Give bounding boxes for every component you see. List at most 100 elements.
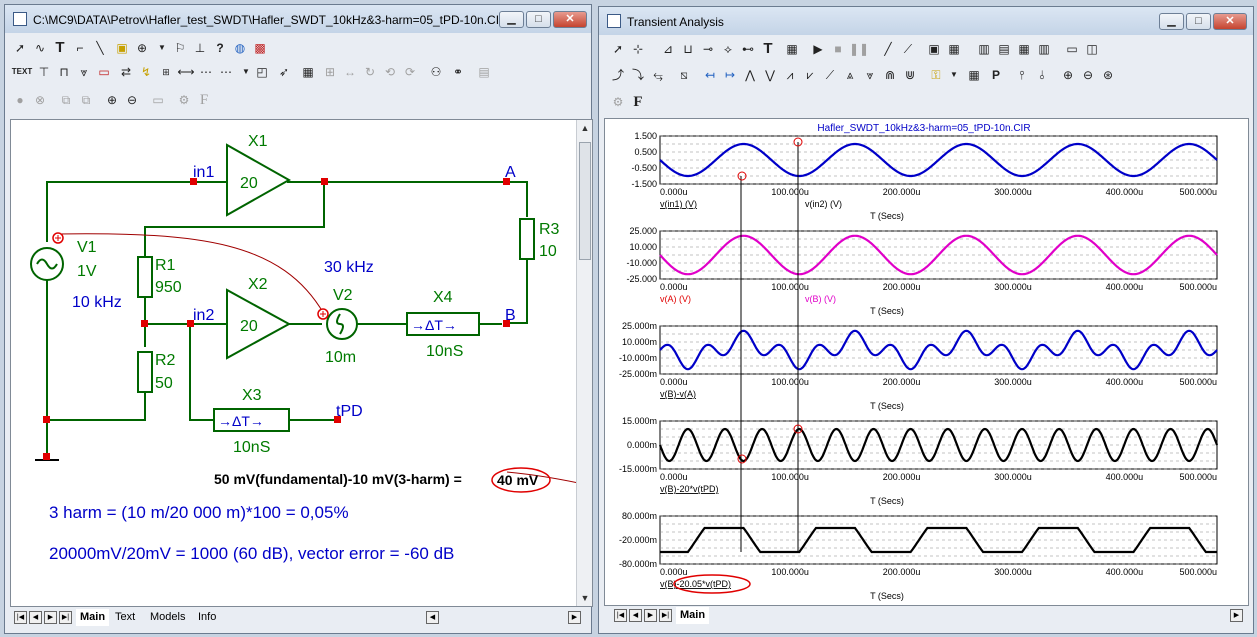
global-low-icon[interactable]: ⩔	[866, 68, 874, 82]
pointer-icon[interactable]: ➚	[14, 41, 26, 55]
border-icon[interactable]: ◰	[256, 65, 268, 79]
transient-titlebar[interactable]: Transient Analysis ▁ □ ✕	[599, 7, 1253, 35]
binoculars-icon[interactable]: ⚭	[452, 65, 464, 79]
peak-icon[interactable]: ⤴	[611, 68, 624, 82]
pin-number-icon[interactable]: ⊞	[162, 67, 170, 77]
p-icon[interactable]: P	[991, 68, 1000, 82]
close-button[interactable]: ✕	[553, 11, 587, 28]
layout3-icon[interactable]: ▦	[1018, 42, 1030, 56]
slope-icon[interactable]: ⥃	[653, 68, 663, 82]
pin-icon[interactable]: ⊥	[194, 41, 206, 55]
properties-icon[interactable]: ▦	[786, 42, 798, 56]
flag-icon[interactable]: ⚐	[174, 41, 186, 55]
zoom-out-icon[interactable]: ⊖	[1082, 68, 1094, 82]
split-icon[interactable]: ◫	[1086, 42, 1098, 56]
run-icon[interactable]: ▶	[813, 42, 823, 56]
cancel-icon[interactable]: ⊗	[34, 93, 46, 107]
tab-main[interactable]: Main	[76, 609, 110, 626]
valley-icon[interactable]: ⤵	[631, 68, 644, 82]
next-valley-icon[interactable]: ⋁	[765, 68, 775, 82]
maximize-button[interactable]: □	[1186, 13, 1211, 30]
line-icon[interactable]: ╱	[884, 42, 892, 56]
flip-icon[interactable]: ↔	[344, 65, 356, 79]
last-page-icon[interactable]: ▶|	[659, 609, 672, 622]
info-icon[interactable]: ▣	[116, 41, 128, 55]
next-page-icon[interactable]: ▶	[44, 611, 57, 624]
settings-icon[interactable]: ⚙	[178, 93, 190, 107]
bottom-icon[interactable]: ⋓	[904, 68, 916, 82]
tab-main[interactable]: Main	[676, 607, 710, 624]
wire-bend-icon[interactable]: ⌐	[76, 41, 84, 55]
rotate2-icon[interactable]: ⟲	[384, 65, 396, 79]
plot-area[interactable]: Hafler_SWDT_10kHz&3-harm=05_tPD-10n.CIR …	[604, 118, 1249, 606]
maximize-button[interactable]: □	[526, 11, 551, 28]
zoom-out-icon[interactable]: ⊖	[126, 93, 138, 107]
tag-icon[interactable]: ⊸	[702, 42, 714, 56]
minimize-button[interactable]: ▁	[1159, 13, 1184, 30]
zoom-fit-icon[interactable]: ⊛	[1102, 68, 1114, 82]
globe-icon[interactable]: ◍	[234, 41, 246, 55]
panel-icon[interactable]: ▭	[1066, 42, 1078, 56]
print-icon[interactable]: ▭	[152, 93, 164, 107]
last-page-icon[interactable]: ▶|	[59, 611, 72, 624]
stop-icon[interactable]: ■	[834, 42, 842, 56]
prev-page-icon[interactable]: ◀	[629, 609, 642, 622]
layout4-icon[interactable]: ▥	[1038, 42, 1050, 56]
cursor-mode-icon[interactable]: ⊿	[662, 42, 674, 56]
point-tag-icon[interactable]: ⟡	[724, 42, 732, 56]
stop-icon[interactable]: ●	[16, 93, 24, 107]
scroll-down-icon[interactable]: ▼	[580, 593, 590, 603]
scroll-thumb[interactable]	[579, 142, 591, 260]
cursor-right-icon[interactable]: ↦	[724, 68, 736, 82]
arrow-down-icon[interactable]: ⩔	[80, 65, 88, 79]
low-icon[interactable]: ⩗	[806, 68, 814, 82]
swap-icon[interactable]: ⇄	[120, 65, 132, 79]
cursor-select-icon[interactable]: ➶	[278, 65, 290, 79]
scroll-up-icon[interactable]: ▲	[580, 123, 590, 133]
dots2-icon[interactable]: ⋯	[220, 65, 232, 79]
properties-icon[interactable]: ▦	[302, 65, 314, 79]
close-button[interactable]: ✕	[1213, 13, 1247, 30]
top-icon[interactable]: ⋒	[884, 68, 896, 82]
line2-icon[interactable]: ⟋	[903, 42, 913, 56]
zoom-in-icon[interactable]: ⊕	[1062, 68, 1074, 82]
tab-text[interactable]: Text	[115, 611, 136, 623]
paste-icon[interactable]: ⧉	[81, 93, 91, 107]
cursor-left-icon[interactable]: ↤	[704, 68, 716, 82]
hscroll-right-icon[interactable]: ▶	[1230, 609, 1243, 622]
schematic-canvas[interactable]: in1 in2 A B tPD X1 20 X2 20 X3 10nS X4 1…	[10, 119, 593, 607]
tab-info[interactable]: Info	[198, 611, 217, 623]
grid-icon[interactable]: ▦	[948, 42, 960, 56]
schematic-titlebar[interactable]: C:\MC9\DATA\Petrov\Hafler_test_SWDT\Hafl…	[5, 5, 591, 33]
schematic-vertical-scrollbar[interactable]: ▲ ▼	[576, 120, 592, 606]
next-page-icon[interactable]: ▶	[644, 609, 657, 622]
pause-icon[interactable]: ❚❚	[849, 42, 870, 56]
dropdown-icon[interactable]: ▼	[158, 43, 166, 52]
tracker2-icon[interactable]: ⫰	[1039, 68, 1045, 82]
help-icon[interactable]: ?	[216, 41, 224, 55]
copy-icon[interactable]: ⧉	[61, 93, 71, 107]
hscroll-left-icon[interactable]: ◀	[426, 611, 439, 624]
wire-icon[interactable]: ∿	[34, 41, 46, 55]
dots-icon[interactable]: ⋯	[200, 65, 212, 79]
probe-icon[interactable]: ⊤	[38, 65, 50, 79]
node-icon[interactable]: ⊓	[59, 65, 69, 79]
tab-models[interactable]: Models	[150, 611, 186, 623]
diagonal-wire-icon[interactable]: ╲	[96, 41, 104, 55]
inflection-icon[interactable]: ⟋	[825, 68, 835, 82]
high-icon[interactable]: ⩘	[786, 68, 794, 82]
font-icon[interactable]: F	[633, 94, 643, 110]
table-icon[interactable]: ▦	[968, 68, 980, 82]
next-peak-icon[interactable]: ⋀	[745, 68, 755, 82]
horizontal-tag-icon[interactable]: ⊷	[742, 42, 754, 56]
find-icon[interactable]: ⚇	[430, 65, 442, 79]
global-high-icon[interactable]: ⩓	[846, 68, 854, 82]
first-page-icon[interactable]: |◀	[14, 611, 27, 624]
pointer-icon[interactable]: ➚	[612, 42, 624, 56]
tracker-icon[interactable]: ⫯	[1019, 68, 1025, 82]
minimize-button[interactable]: ▁	[499, 11, 524, 28]
page-icon[interactable]: ▤	[478, 65, 490, 79]
rotate-icon[interactable]: ↻	[364, 65, 376, 79]
settings-icon[interactable]: ⚙	[612, 95, 624, 109]
chart-icon[interactable]: ⧅	[680, 68, 688, 82]
